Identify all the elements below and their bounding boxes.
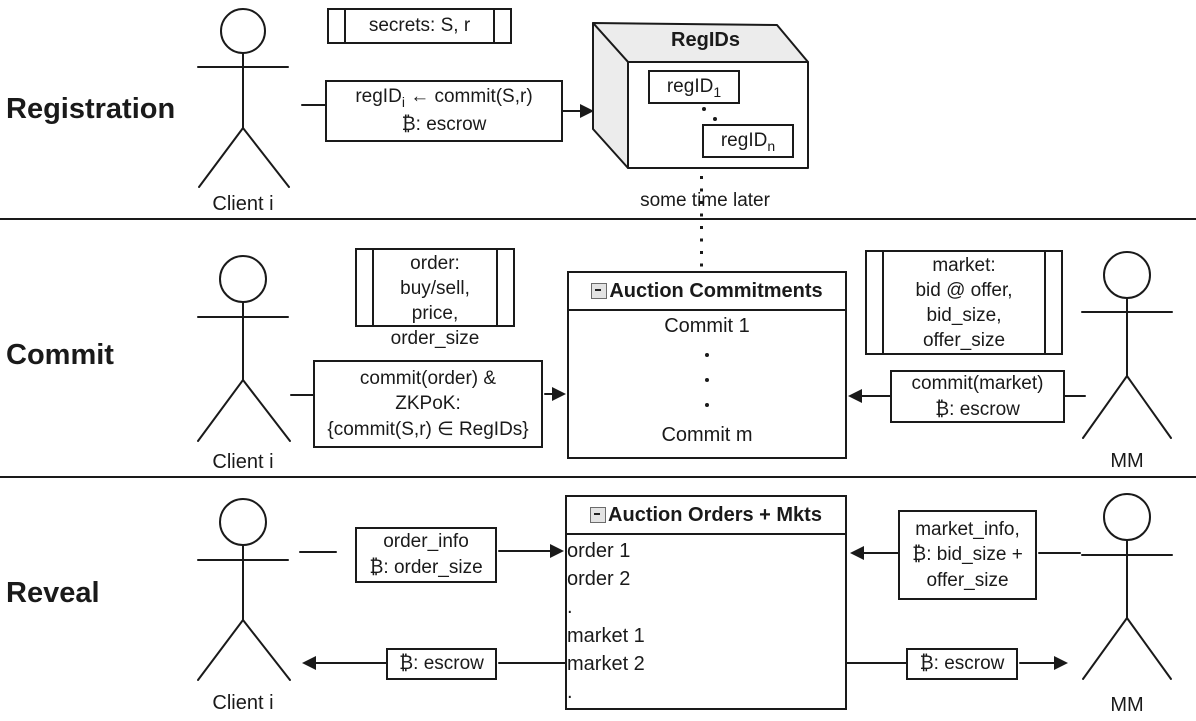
auction-orders-board: Auction Orders + Mkts order 1 order 2 . … — [565, 495, 847, 710]
registration-message-line1: regIDi ← commit(S,r) — [355, 86, 533, 111]
commit-order-line2: ZKPoK: — [395, 393, 461, 415]
mm-figure-commit — [1081, 251, 1173, 439]
auction-commitments-board: Auction Commitments Commit 1 Commit m — [567, 271, 847, 459]
commit-market-line1: commit(market) — [911, 372, 1044, 394]
phase-label-registration: Registration — [6, 93, 176, 125]
board-entry: market 1 — [567, 624, 645, 647]
ellipsis-dot — [705, 378, 709, 382]
cube-ellipsis-dots — [702, 107, 717, 121]
commit-last-entry: Commit m — [661, 424, 753, 446]
mm-figure-reveal — [1081, 493, 1173, 680]
order-info-message-box: order_info ₿: order_size — [355, 527, 497, 583]
collapse-icon — [591, 283, 608, 299]
commit-market-message-box: commit(market) ₿: escrow — [890, 370, 1065, 423]
board-entry: . — [567, 596, 573, 619]
commit-order-line3: {commit(S,r) ∈ RegIDs} — [327, 418, 529, 440]
board-entry: . — [567, 680, 573, 703]
market-info-line3: offer_size — [926, 569, 1009, 591]
commit-market-line2: ₿: escrow — [935, 398, 1020, 420]
market-info-line2: ₿: bid_size + — [912, 544, 1023, 566]
client-figure-registration — [197, 8, 290, 188]
commit-order-message-box: commit(order) & ZKPoK: {commit(S,r) ∈ Re… — [313, 360, 543, 448]
client-label-commit: Client i — [212, 451, 274, 473]
commit-first-entry: Commit 1 — [664, 315, 750, 337]
divider-commit-reveal — [0, 476, 1196, 478]
ellipsis-dot — [705, 353, 709, 357]
secrets-note-text: secrets: S, r — [368, 15, 471, 36]
order-note-line2: buy/sell, price, — [400, 278, 470, 324]
order-note-line1: order: — [410, 253, 460, 274]
escrow-refund-client-box: ₿: escrow — [386, 648, 497, 680]
order-info-line2: ₿: order_size — [369, 557, 483, 578]
client-figure-commit — [197, 255, 291, 442]
client-label-reveal: Client i — [212, 692, 274, 714]
auction-commitments-title: Auction Commitments — [609, 279, 823, 302]
collapse-icon — [590, 507, 607, 523]
board-entry: market 2 — [567, 652, 645, 675]
order-note-line3: order_size — [390, 328, 480, 349]
auction-orders-body: order 1 order 2 . market 1 market 2 . — [567, 535, 845, 708]
phase-label-commit: Commit — [6, 339, 114, 371]
regids-cube-title: RegIDs — [671, 29, 740, 51]
regid1-item-box: regID1 — [648, 70, 740, 104]
commit-order-line1: commit(order) & — [359, 367, 497, 389]
time-note: some time later — [640, 190, 770, 211]
mm-label-reveal: MM — [1110, 694, 1144, 716]
client-label-registration: Client i — [212, 193, 274, 215]
registration-message-box: regIDi ← commit(S,r) ₿: escrow — [325, 80, 563, 142]
market-note-line1: market: — [932, 255, 996, 276]
market-info-message-box: market_info, ₿: bid_size + offer_size — [898, 510, 1037, 600]
market-note-line2: bid @ offer, — [915, 280, 1013, 301]
auction-commitments-header: Auction Commitments — [569, 273, 845, 311]
auction-orders-header: Auction Orders + Mkts — [567, 497, 845, 535]
order-note-box: order: buy/sell, price, order_size — [355, 248, 515, 349]
registration-escrow-line: ₿: escrow — [401, 114, 487, 136]
market-note-line3: bid_size, — [926, 305, 1002, 326]
market-info-line1: market_info, — [915, 518, 1020, 540]
board-entry: order 2 — [567, 568, 631, 591]
regidn-item-box: regIDn — [702, 124, 794, 158]
order-info-line1: order_info — [383, 531, 469, 553]
escrow-refund-mm-box: ₿: escrow — [906, 648, 1018, 680]
divider-registration-commit — [0, 218, 1196, 220]
phase-label-reveal: Reveal — [6, 577, 100, 609]
market-note-box: market: bid @ offer, bid_size, offer_siz… — [865, 250, 1063, 355]
auction-orders-title: Auction Orders + Mkts — [608, 503, 822, 526]
mm-label-commit: MM — [1110, 450, 1144, 472]
ellipsis-dot — [705, 403, 709, 407]
board-entry: order 1 — [567, 540, 631, 563]
client-figure-reveal — [197, 498, 291, 681]
market-note-line4: offer_size — [922, 330, 1006, 351]
secrets-note-box: secrets: S, r — [327, 8, 512, 44]
auction-commitments-body: Commit 1 Commit m — [569, 311, 845, 457]
